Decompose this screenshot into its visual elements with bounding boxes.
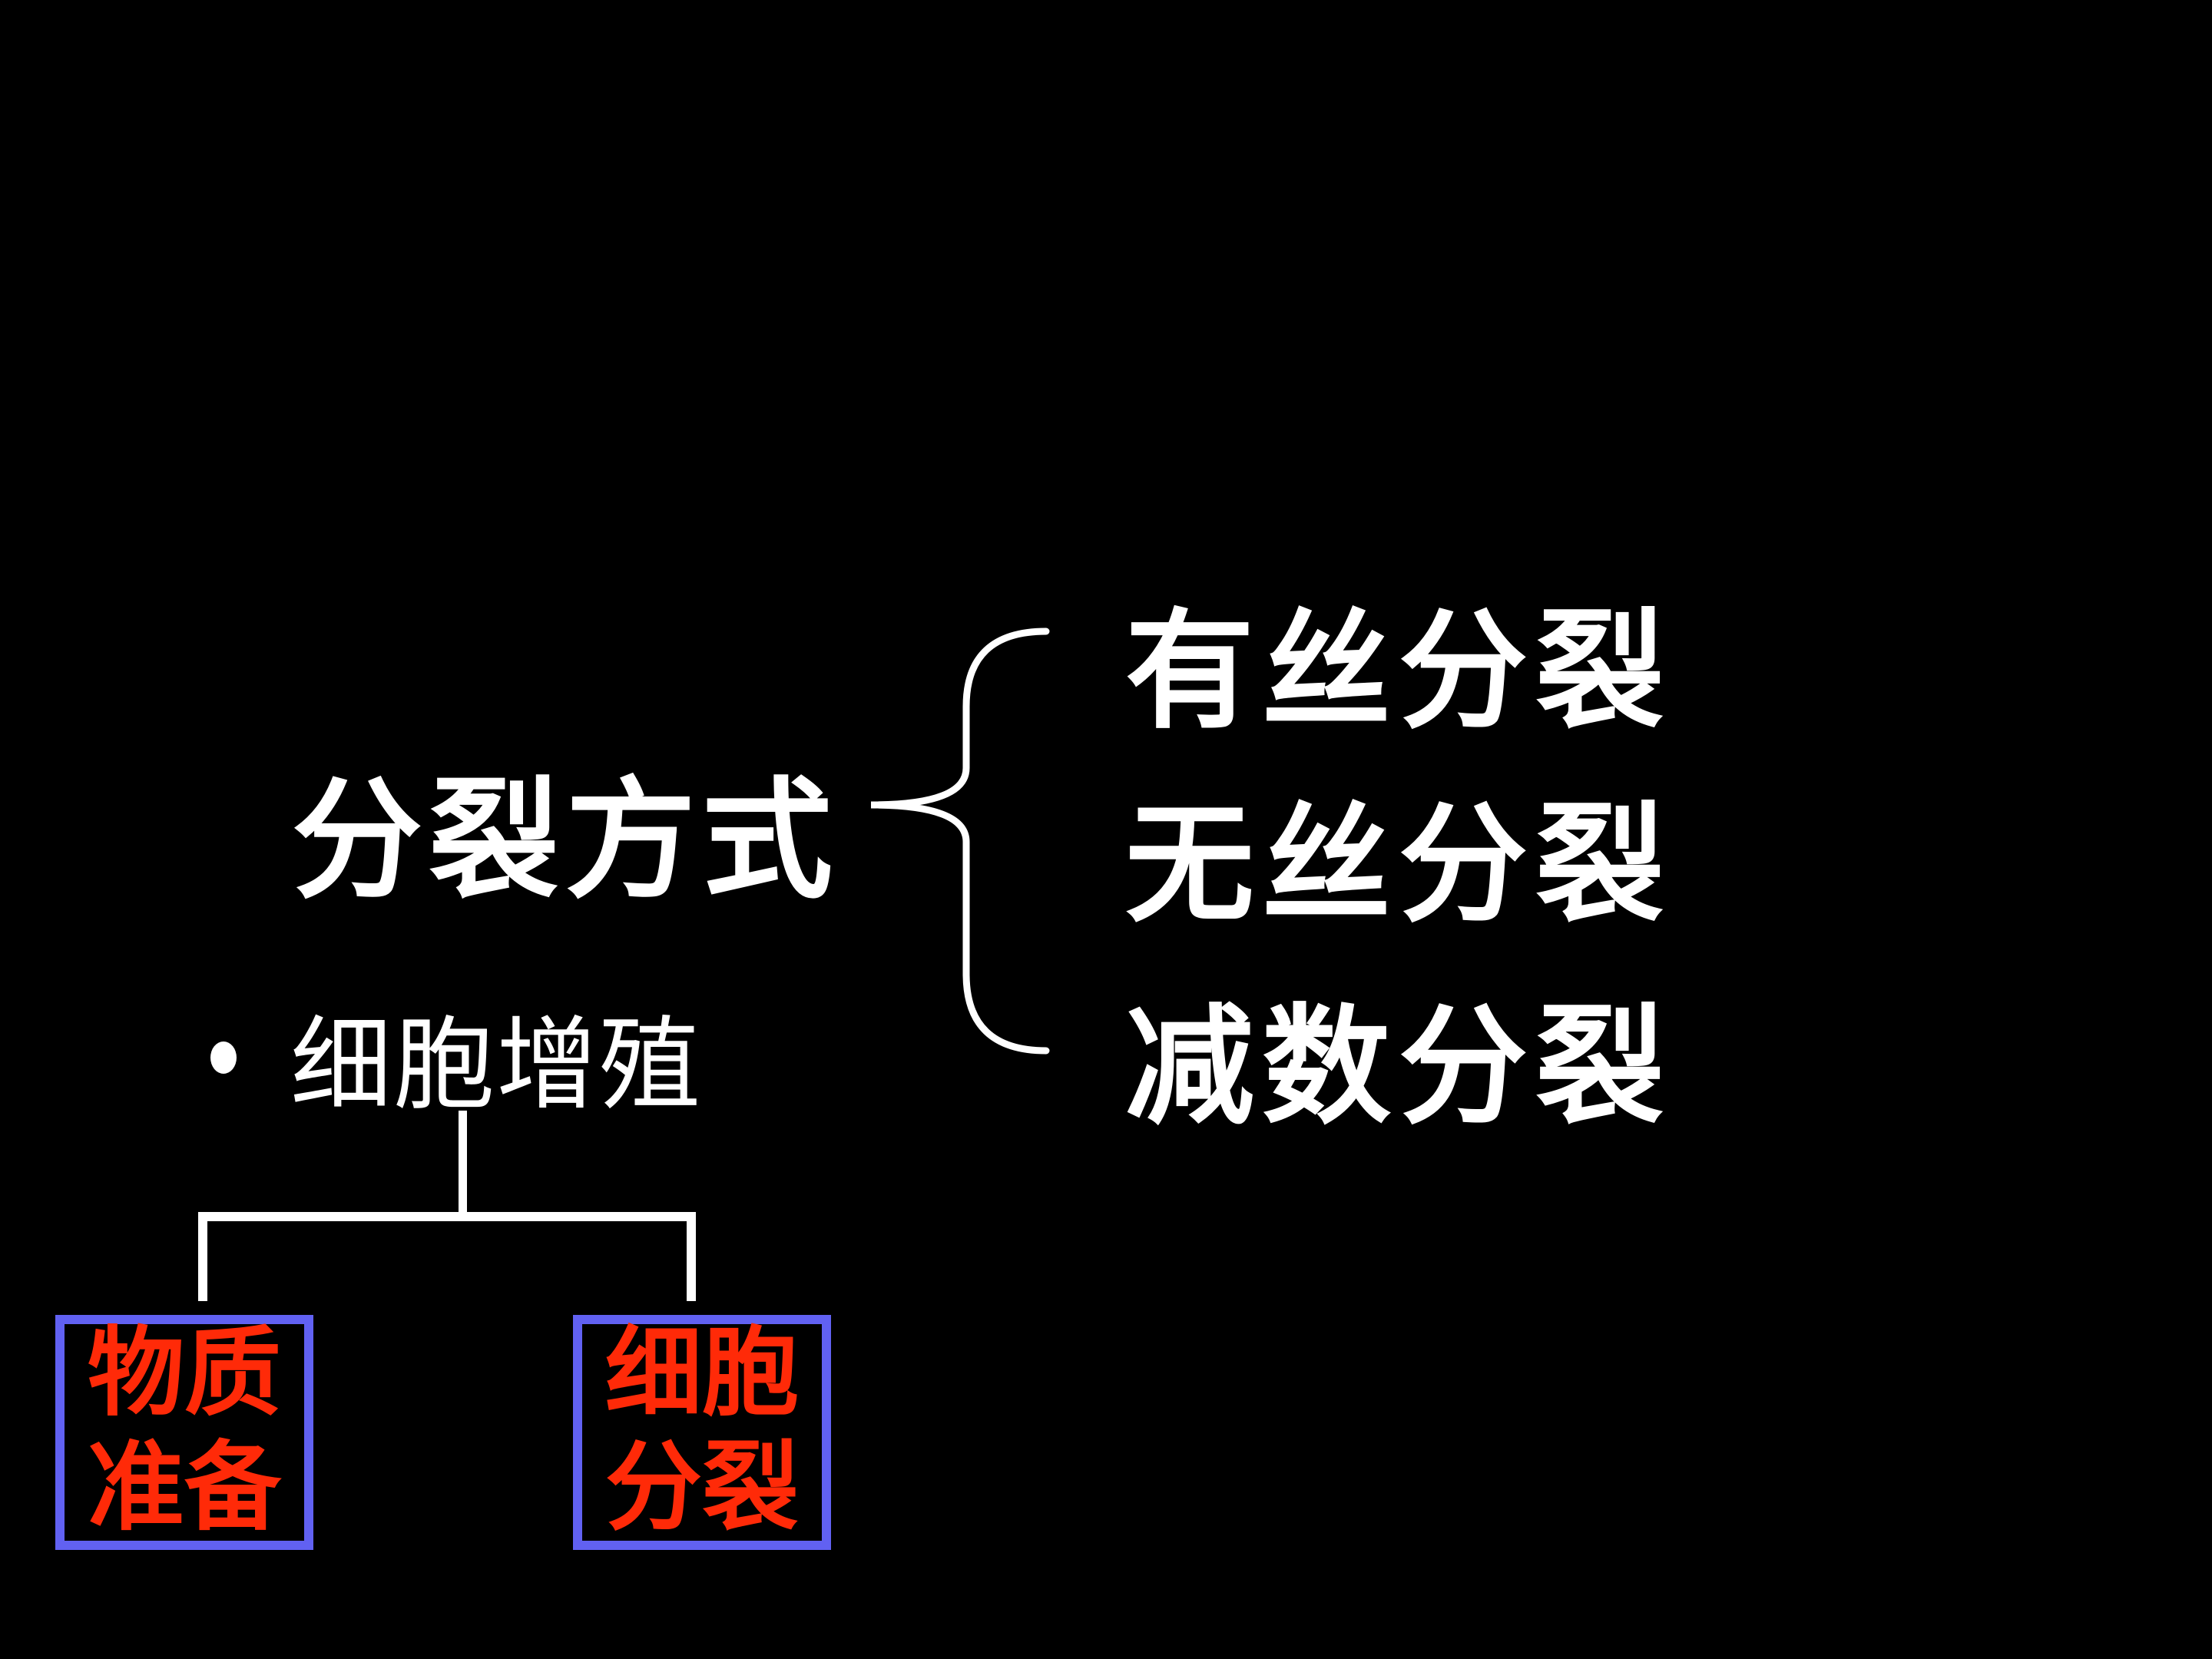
tree-left-branch-line <box>198 1212 207 1301</box>
brace-item-amitosis: 无丝分裂 <box>1125 793 1672 937</box>
brace-icon <box>870 628 1050 1055</box>
node-cell-division-line2: 分裂 <box>605 1435 799 1542</box>
tree-horizontal-line <box>198 1212 696 1221</box>
bullet-icon <box>210 1041 237 1074</box>
brace-item-meiosis: 减数分裂 <box>1125 995 1672 1139</box>
page-title: 分裂方式 <box>292 768 839 914</box>
node-material-preparation-line1: 物质 <box>88 1321 281 1429</box>
tree-stem-line <box>459 1111 467 1218</box>
node-cell-division: 细胞 分裂 <box>573 1315 831 1550</box>
node-cell-division-line1: 细胞 <box>605 1321 799 1429</box>
brace-item-mitosis: 有丝分裂 <box>1125 599 1672 743</box>
node-material-preparation-line2: 准备 <box>88 1435 281 1542</box>
node-material-preparation: 物质 准备 <box>55 1315 313 1550</box>
tree-right-branch-line <box>687 1212 696 1301</box>
bullet-item-cell-proliferation: 细胞增殖 <box>290 1009 702 1122</box>
